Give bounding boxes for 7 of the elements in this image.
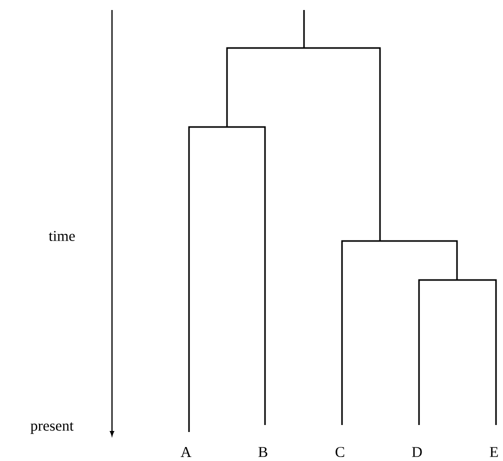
axis-label: time — [48, 230, 75, 242]
leaf-label: A — [180, 447, 192, 457]
leaf-label: C — [336, 446, 344, 458]
leaf-label: E — [490, 447, 498, 457]
axis-label: present — [30, 422, 74, 434]
leaf-label: B — [258, 447, 268, 457]
leaf-label: D — [412, 447, 422, 457]
